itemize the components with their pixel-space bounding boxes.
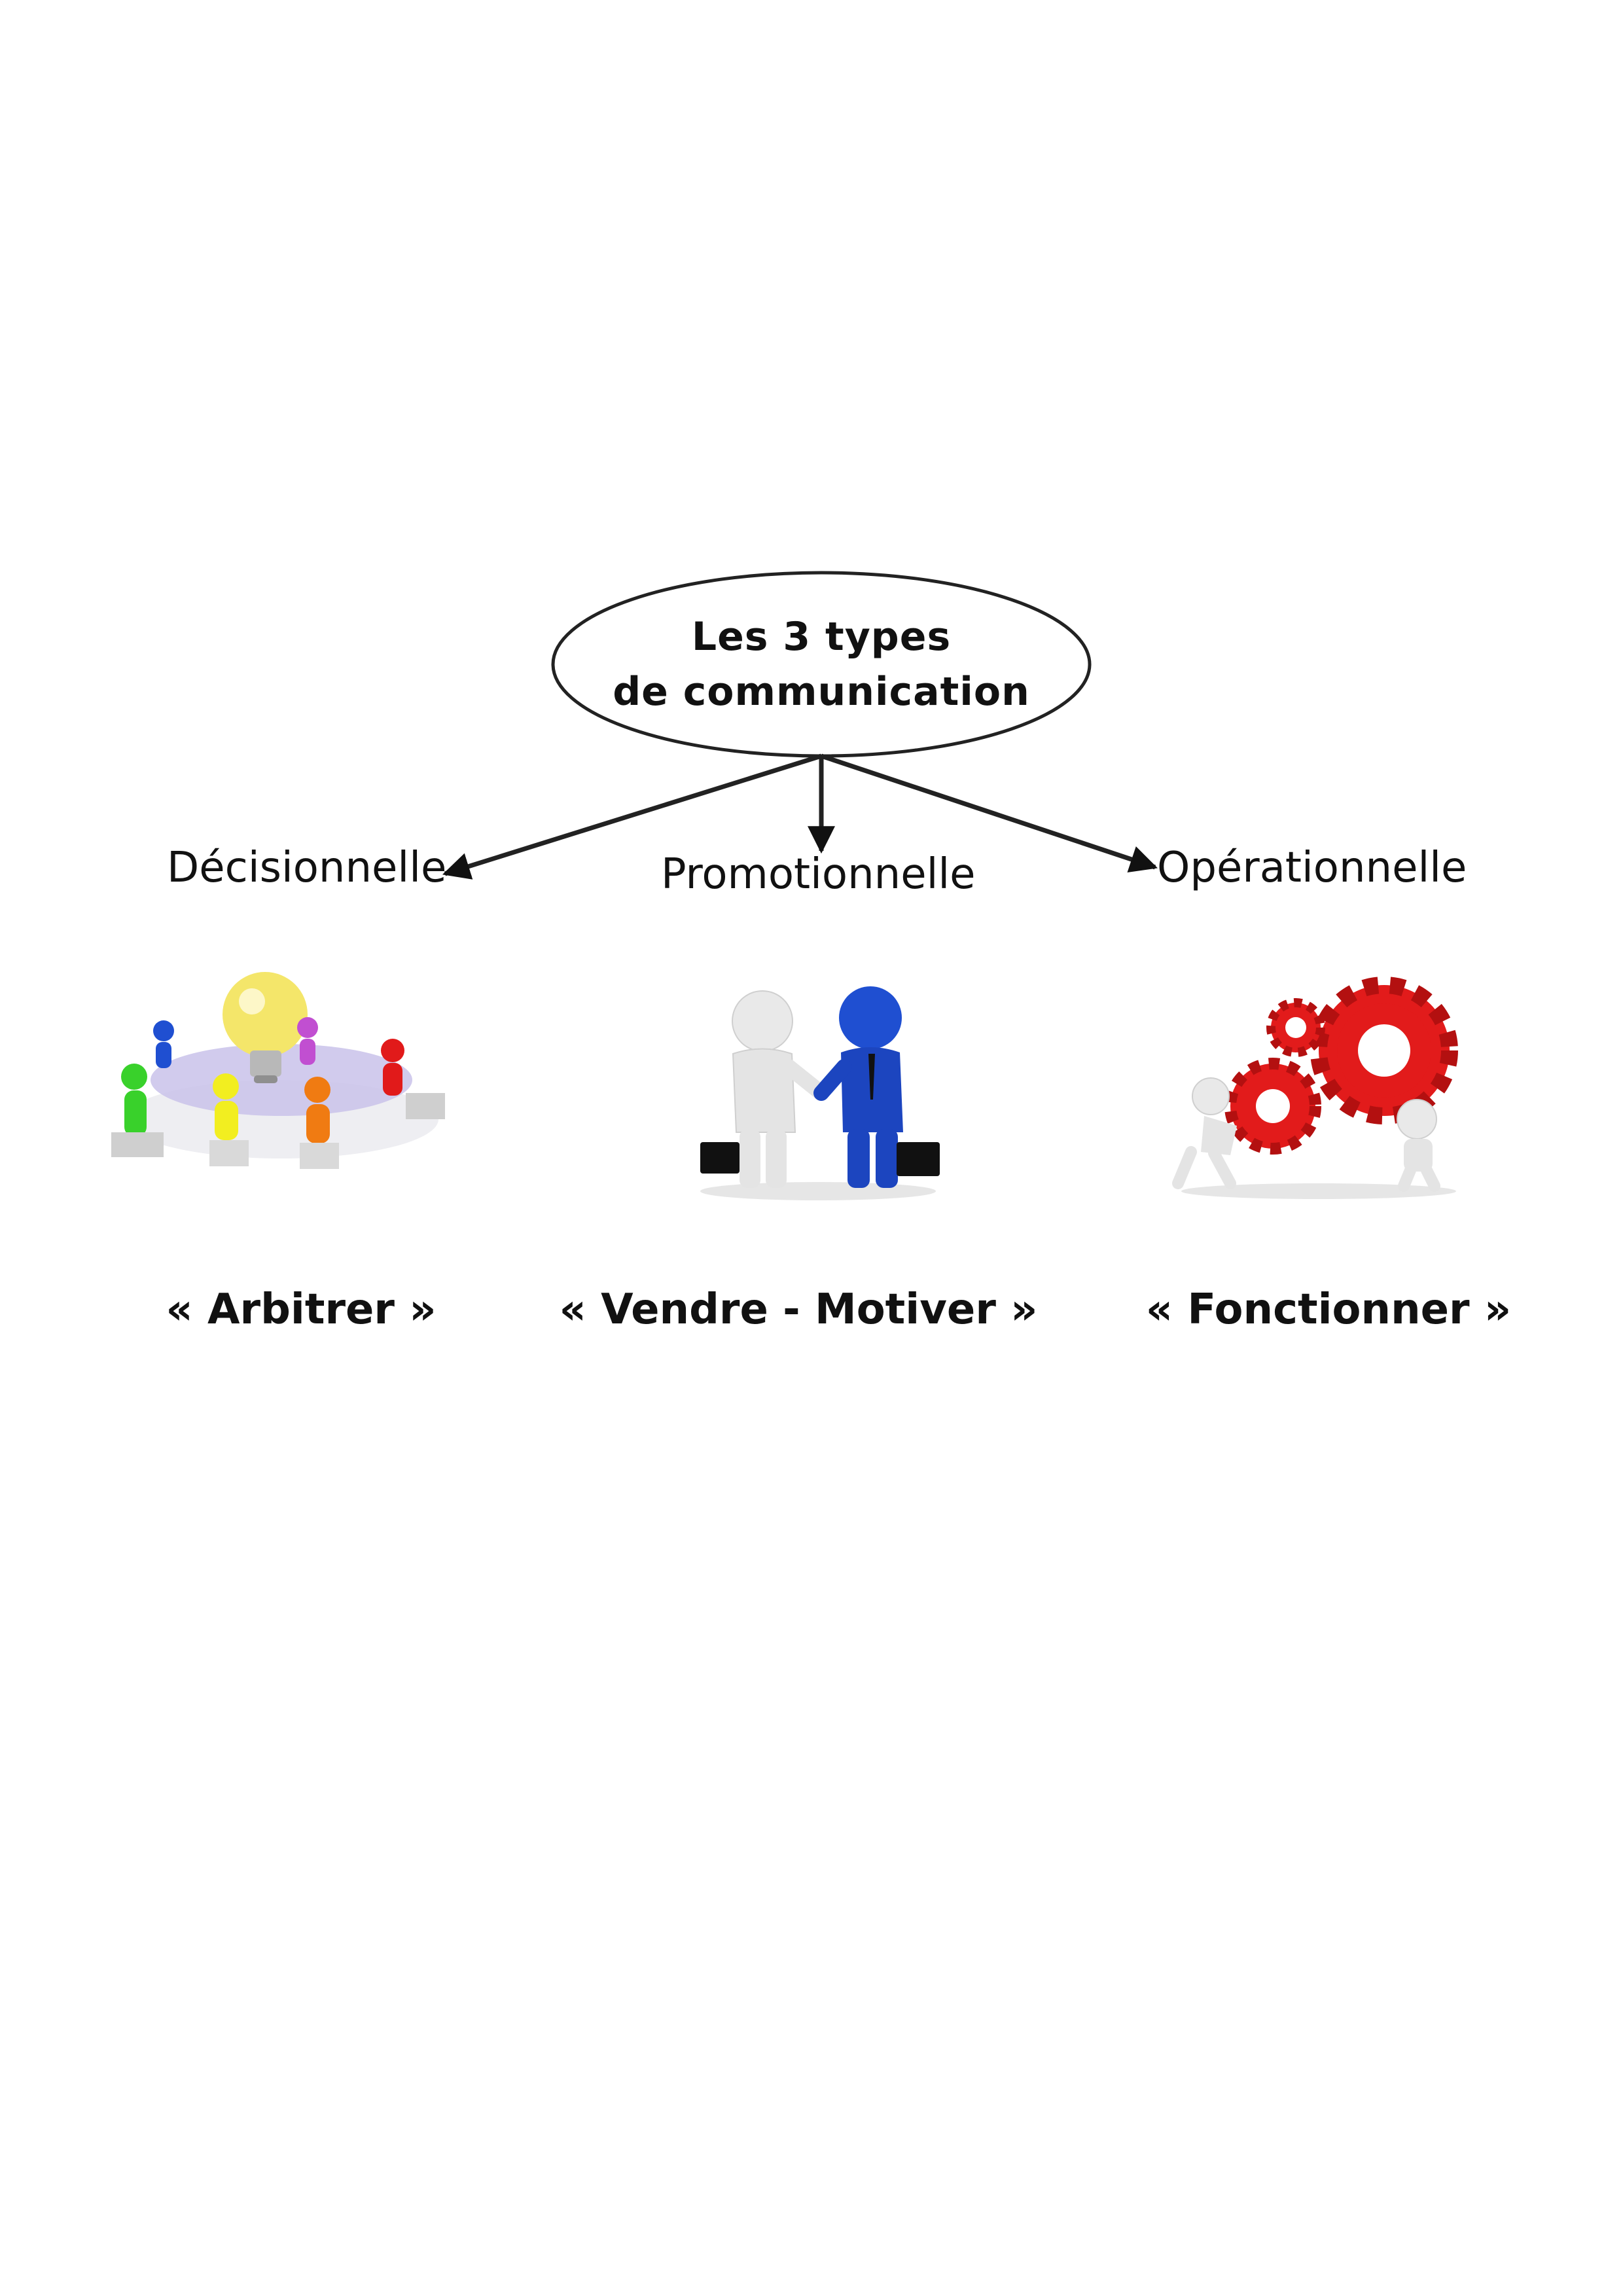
root-line-2: de communication (613, 669, 1030, 715)
briefcase-icon (700, 1142, 740, 1174)
gear-icon (1224, 1058, 1321, 1155)
gears-illustration (1172, 977, 1458, 1199)
branch-label-promotionnelle: Promotionnelle (661, 850, 976, 899)
caption-arbitrer: « Arbitrer » (166, 1285, 437, 1334)
white-figure (732, 990, 829, 1188)
purple-figure (297, 1017, 318, 1065)
root-node-label: Les 3 types de communication (560, 592, 1083, 736)
meeting-illustration (111, 972, 445, 1169)
gear-icon (1310, 977, 1458, 1124)
gear-icon (1266, 998, 1325, 1057)
yellow-figure (209, 1073, 249, 1166)
caption-vendre-motiver: « Vendre - Motiver » (559, 1285, 1038, 1334)
briefcase-icon (897, 1142, 940, 1176)
blue-figure (813, 986, 903, 1188)
branch-label-decisionnelle: Décisionnelle (167, 844, 447, 892)
caption-fonctionner: « Fonctionner » (1145, 1285, 1512, 1334)
white-figure (1172, 1077, 1237, 1189)
orange-figure (300, 1077, 339, 1169)
green-figure (111, 1064, 164, 1157)
branch-label-operationnelle: Opérationnelle (1157, 844, 1467, 892)
arrow-to-decisionnelle (442, 753, 823, 880)
arrow-to-operationnelle (820, 753, 1158, 872)
lightbulb-icon (223, 972, 308, 1083)
red-figure (381, 1039, 404, 1096)
root-line-1: Les 3 types (691, 614, 952, 660)
blue-figure (153, 1020, 174, 1068)
handshake-illustration (700, 986, 940, 1200)
white-figure (1397, 1099, 1440, 1192)
